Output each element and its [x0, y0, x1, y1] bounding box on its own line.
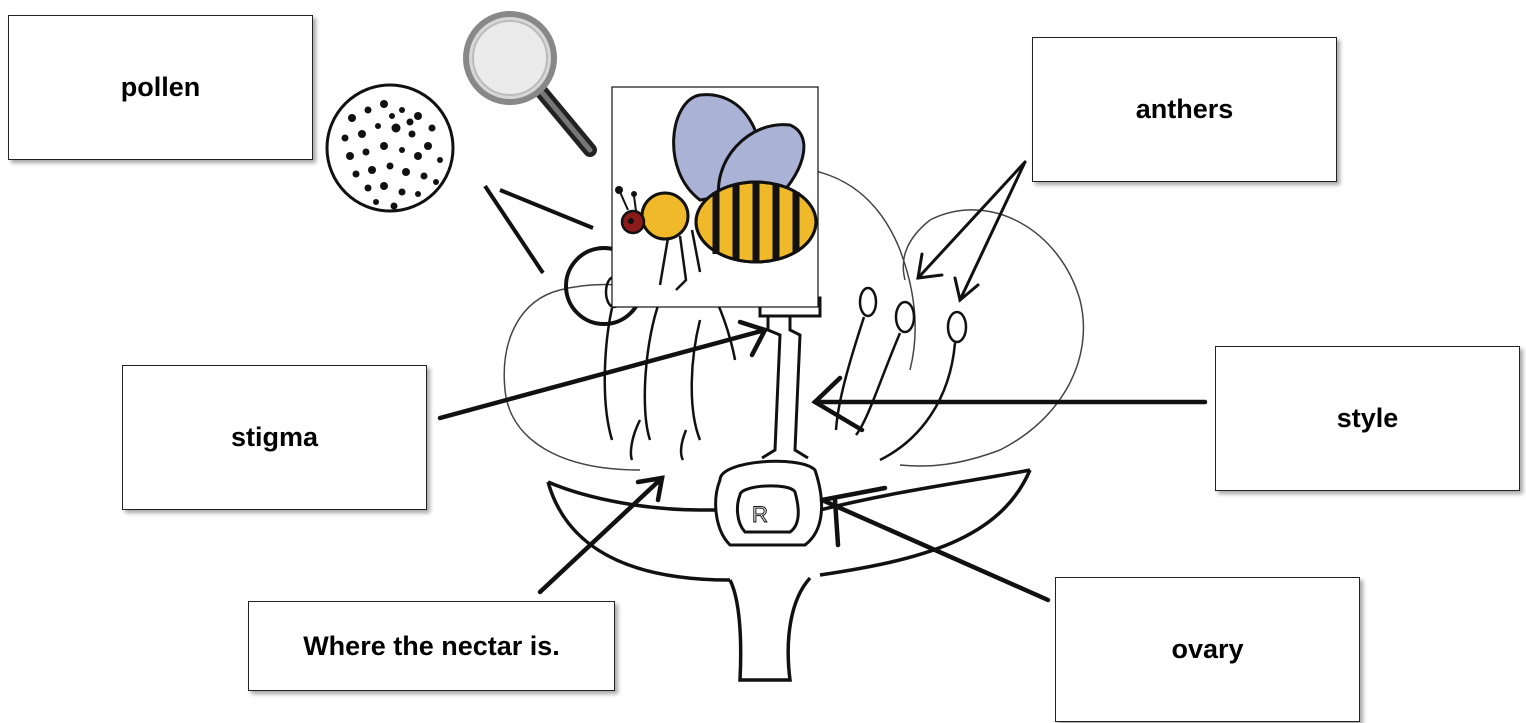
pollen-grains-icon — [327, 85, 453, 211]
magnifying-glass-icon — [466, 14, 590, 150]
pollen-label: pollen — [8, 15, 313, 160]
anthers-arrow-1 — [918, 162, 1025, 278]
label-arrows — [440, 162, 1205, 600]
anthers-label: anthers — [1032, 37, 1337, 182]
ovary-label: ovary — [1055, 577, 1360, 722]
stigma-arrow — [440, 330, 765, 418]
nectar-arrow — [540, 478, 662, 592]
style-label: style — [1215, 346, 1520, 491]
stigma-label: stigma — [122, 365, 427, 510]
bee-icon — [612, 87, 818, 307]
nectar-label: Where the nectar is. — [248, 601, 615, 691]
pistil: R — [716, 298, 822, 545]
svg-text:R: R — [752, 502, 768, 527]
ovary-arrow — [822, 500, 1048, 600]
anthers-arrow-2 — [960, 162, 1025, 300]
